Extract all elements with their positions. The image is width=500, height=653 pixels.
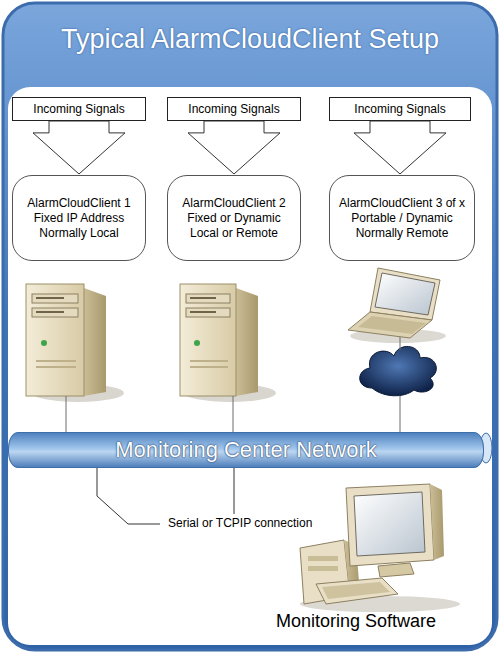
block-arrow	[33, 121, 125, 174]
wire	[97, 464, 160, 524]
node-text: AlarmCloudClient 3 of x	[339, 196, 465, 211]
block-arrow	[354, 121, 446, 174]
node-text: Fixed or Dynamic	[187, 211, 280, 226]
wire	[66, 396, 67, 433]
client-box: AlarmCloudClient 3 of xPortable / Dynami…	[329, 175, 475, 261]
signal-box: Incoming Signals	[12, 97, 146, 121]
node-text: AlarmCloudClient 2	[182, 196, 285, 211]
wire	[400, 337, 401, 350]
node-text: Portable / Dynamic	[351, 211, 452, 226]
body-panel	[8, 87, 492, 645]
network-band: Monitoring Center Network	[8, 432, 484, 468]
diagram-title: Typical AlarmCloudClient Setup	[0, 24, 500, 55]
node-text: Incoming Signals	[188, 102, 279, 117]
block-arrow	[188, 121, 280, 174]
wire	[233, 396, 234, 433]
node-text: Fixed IP Address	[34, 211, 125, 226]
node-text: Normally Local	[39, 226, 118, 241]
cloud-icon	[360, 346, 437, 395]
server-icon	[26, 284, 124, 402]
node-text: Incoming Signals	[354, 102, 445, 117]
client-box: AlarmCloudClient 2Fixed or DynamicLocal …	[167, 175, 301, 261]
wire	[400, 396, 401, 433]
server-icon	[180, 284, 276, 402]
laptop-icon	[348, 268, 446, 343]
computer-icon	[300, 484, 460, 612]
node-text: Monitoring Center Network	[115, 436, 377, 464]
node-text: Local or Remote	[190, 226, 278, 241]
node-text: AlarmCloudClient 1	[27, 196, 130, 211]
node-text: Incoming Signals	[33, 102, 124, 117]
connection-label: Serial or TCPIP connection	[166, 516, 314, 530]
wire	[234, 464, 235, 514]
signal-box: Incoming Signals	[167, 97, 301, 121]
computer-label: Monitoring Software	[276, 611, 436, 632]
client-box: AlarmCloudClient 1Fixed IP AddressNormal…	[12, 175, 146, 261]
frame	[3, 3, 497, 650]
signal-box: Incoming Signals	[329, 97, 471, 121]
node-text: Normally Remote	[356, 226, 449, 241]
